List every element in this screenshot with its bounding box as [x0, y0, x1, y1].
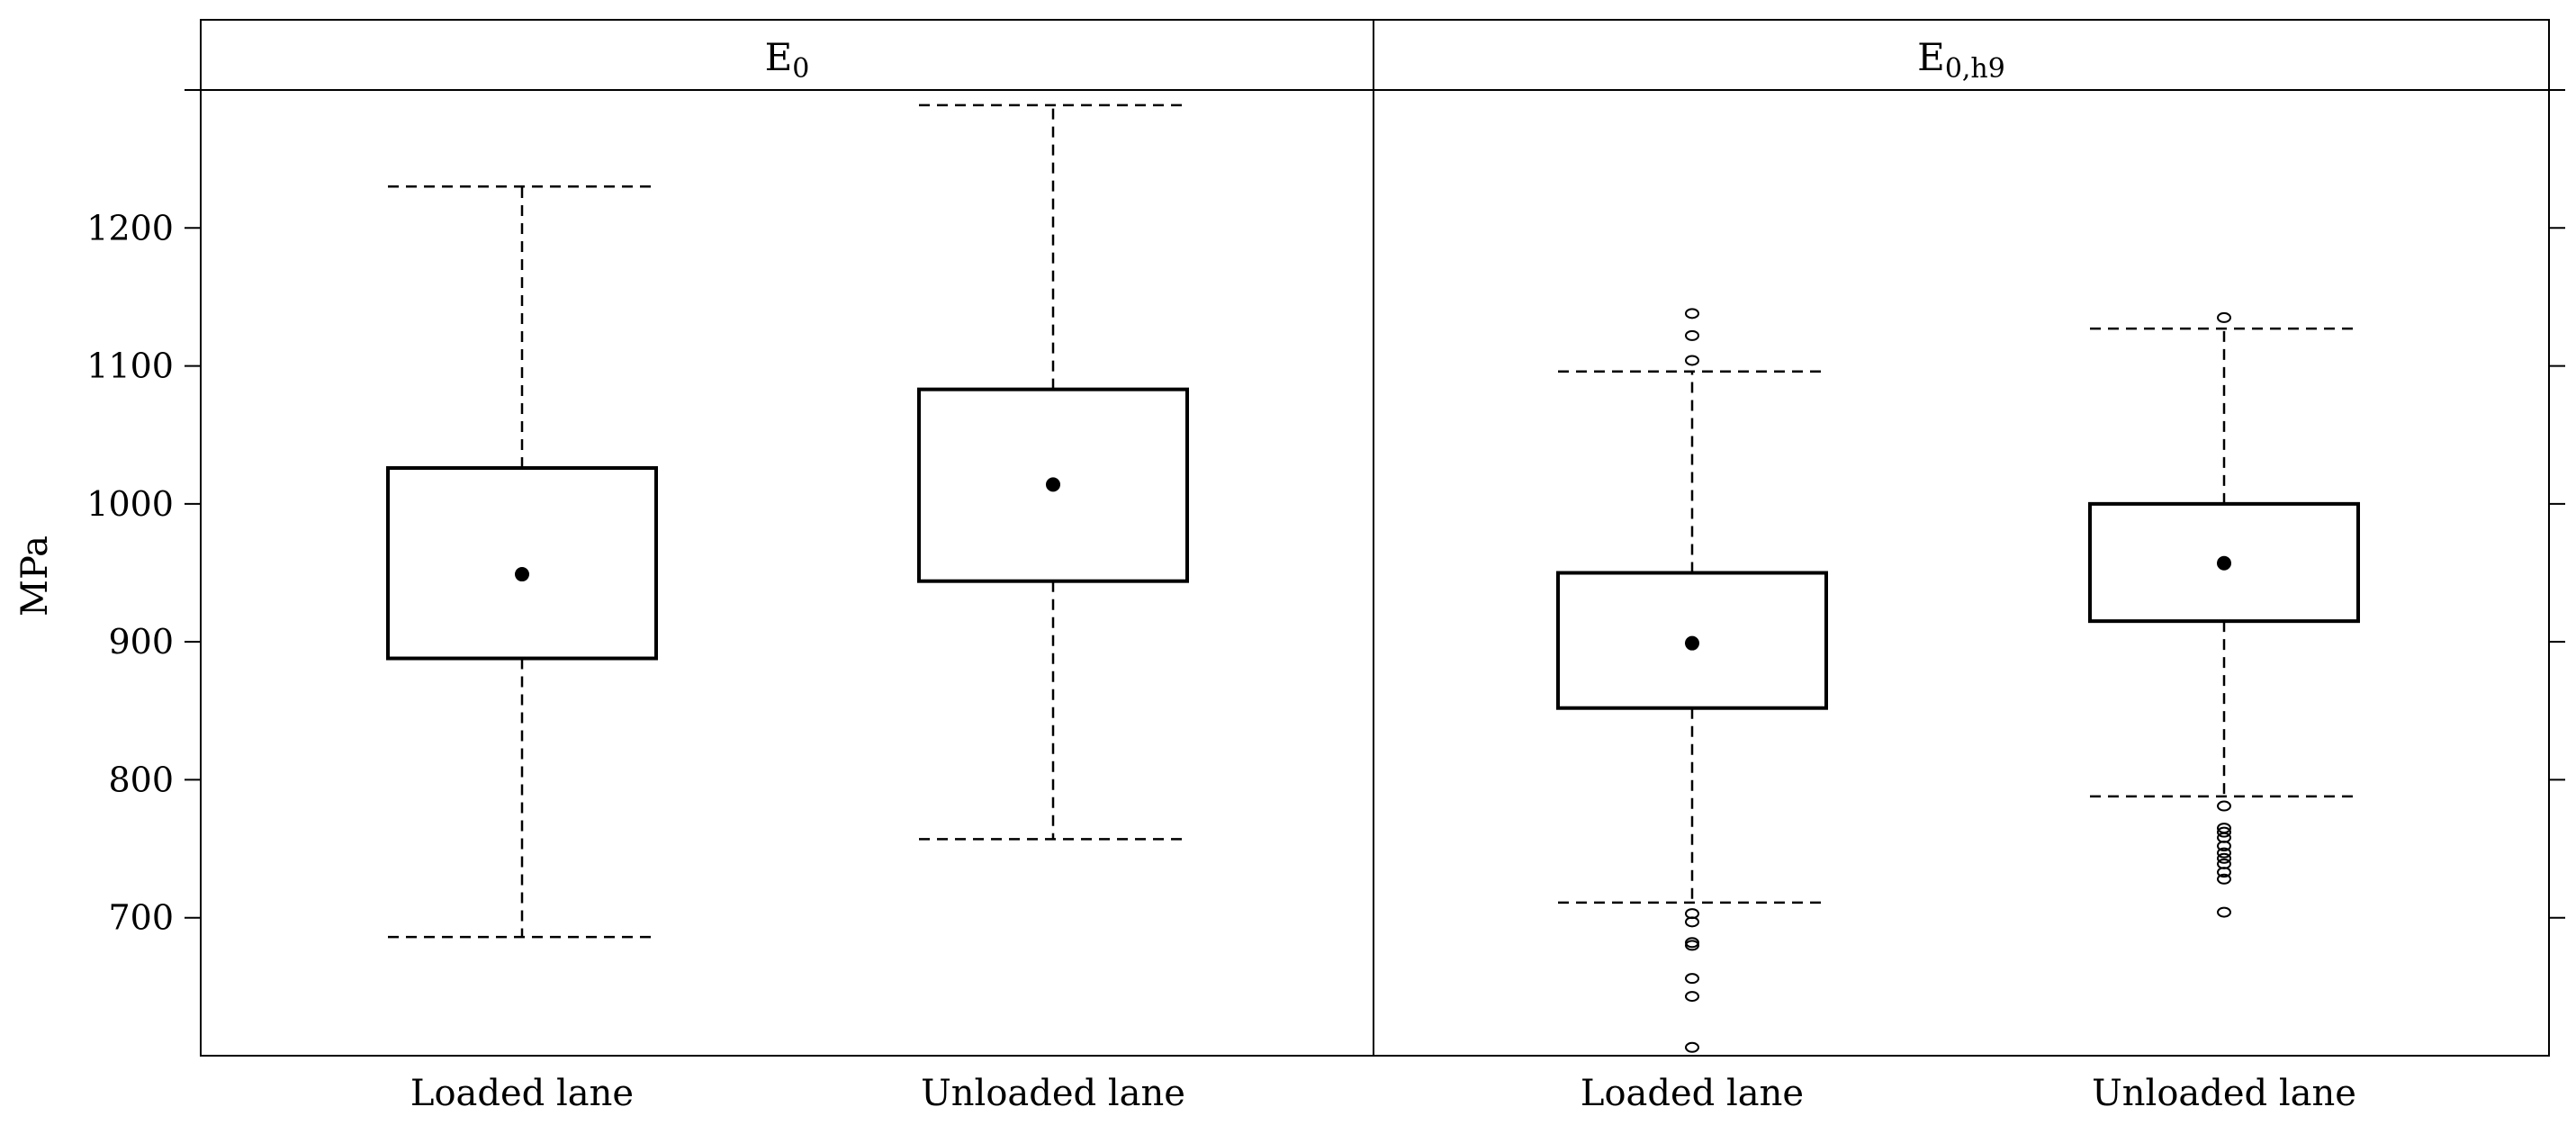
x-tick-label: Loaded lane — [1581, 1073, 1804, 1114]
box — [386, 466, 658, 661]
outlier-point — [2217, 873, 2231, 885]
mean-point — [1046, 477, 1060, 492]
outlier-point — [1685, 916, 1699, 928]
outlier-point — [1685, 937, 1699, 949]
outlier-point — [2217, 847, 2231, 859]
outlier-point — [1685, 973, 1699, 985]
outlier-point — [2217, 841, 2231, 852]
x-tick-label: Loaded lane — [410, 1073, 634, 1114]
outlier-point — [1685, 991, 1699, 1003]
outlier-point — [1685, 355, 1699, 366]
box-group — [917, 104, 1189, 841]
panel-border — [200, 19, 2550, 1057]
outlier-point — [2217, 800, 2231, 812]
mean-point — [515, 567, 529, 582]
panel-title: E0 — [765, 35, 810, 85]
outlier-point — [2217, 311, 2231, 323]
box-group — [1556, 308, 1828, 1053]
y-tick-label: 1200 — [86, 208, 174, 248]
outlier-point — [1685, 329, 1699, 341]
panel-title-subscript: 0,h9 — [1945, 53, 2005, 85]
box-group — [2088, 311, 2360, 918]
y-axis-label: MPa — [14, 536, 56, 616]
y-tick-label: 1000 — [86, 484, 174, 524]
panel-title: E0,h9 — [1917, 35, 2005, 85]
y-tick-label: 800 — [108, 760, 174, 799]
x-tick-label: Unloaded lane — [2092, 1073, 2356, 1114]
y-tick-label: 900 — [108, 622, 174, 662]
outlier-point — [2217, 867, 2231, 878]
mean-point — [2217, 555, 2231, 571]
outlier-point — [2217, 906, 2231, 918]
y-tick-label: 700 — [108, 898, 174, 938]
box-group — [386, 185, 658, 939]
panel-title-subscript: 0 — [792, 53, 809, 85]
plot-marks — [386, 104, 2360, 1053]
outlier-point — [1685, 308, 1699, 320]
outlier-point — [2217, 852, 2231, 864]
outlier-point — [1685, 1041, 1699, 1053]
mean-point — [1685, 635, 1699, 651]
outlier-point — [1685, 940, 1699, 951]
outlier-point — [2217, 826, 2231, 838]
x-tick-label: Unloaded lane — [921, 1073, 1185, 1114]
y-tick-label: 1100 — [86, 346, 174, 386]
